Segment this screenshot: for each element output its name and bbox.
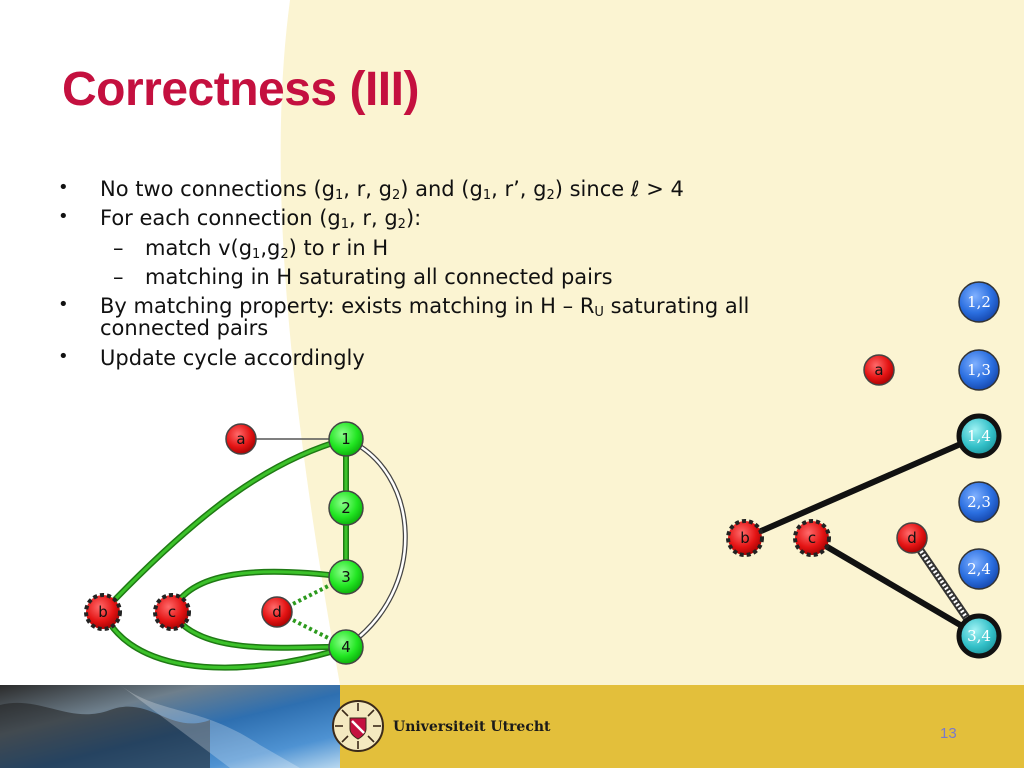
bullet-text-part: 1 xyxy=(482,188,492,203)
bullet-text-part: ) since xyxy=(554,177,631,201)
right-node-d: d xyxy=(896,522,928,554)
slide-background xyxy=(280,0,1024,685)
svg-text:a: a xyxy=(874,361,883,379)
slide-title: Correctness (III) xyxy=(62,63,419,116)
bullet-text-part: 1 xyxy=(252,246,261,262)
svg-text:c: c xyxy=(168,603,176,621)
bullet-text-part: ) to r in H xyxy=(288,235,389,260)
bullet-text-part: By matching property: exists matching in… xyxy=(100,294,595,318)
svg-text:d: d xyxy=(272,603,282,621)
bullet-text-part: 2 xyxy=(546,188,555,203)
bullet-text-part: 2 xyxy=(397,217,406,233)
bullet-text-part: ℓ xyxy=(630,177,640,201)
svg-text:3: 3 xyxy=(341,568,351,586)
bullet-item-4: By matching property: exists matching in… xyxy=(58,295,818,340)
svg-text:b: b xyxy=(98,603,108,621)
right-node-2-3: 2,3 xyxy=(958,481,1000,523)
left-node-4: 4 xyxy=(328,629,364,665)
left-edge-b-4-outline xyxy=(100,610,347,671)
left-edge-c-4 xyxy=(170,611,347,650)
bullet-item-0: No two connections (g1, r, g2) and (g1, … xyxy=(58,177,818,203)
bullet-text-part: match v(g xyxy=(145,235,253,260)
right-node-1-2: 1,2 xyxy=(958,281,1000,323)
svg-text:c: c xyxy=(808,529,816,547)
left-node-c: c xyxy=(153,593,191,631)
graph-illustration: a 1 2 3 4 b c d xyxy=(84,281,1002,671)
svg-text:2,4: 2,4 xyxy=(967,560,991,578)
svg-text:1,4: 1,4 xyxy=(967,427,991,445)
bullet-text-part: ,g xyxy=(260,235,281,260)
bullet-text-part: For each connection (g xyxy=(100,206,341,231)
bullet-item-2: match v(g1,g2) to r in H xyxy=(58,235,818,262)
bullet-item-3: matching in H saturating all connected p… xyxy=(58,264,818,289)
svg-text:3,4: 3,4 xyxy=(967,627,991,645)
left-edge-1-b xyxy=(101,437,347,614)
left-edge-b-4 xyxy=(101,611,347,670)
right-edge-b-14 xyxy=(743,433,981,541)
left-edge-c-4-outline xyxy=(169,610,347,651)
right-node-3-4: 3,4 xyxy=(956,613,1002,659)
right-node-1-4: 1,4 xyxy=(956,413,1002,459)
bullet-item-1: For each connection (g1, r, g2): xyxy=(58,206,818,233)
bullet-text-part: ) and (g xyxy=(400,177,483,201)
svg-text:d: d xyxy=(907,529,917,547)
bullet-text-part: No two connections (g xyxy=(100,177,336,201)
left-edge-1-4-outline xyxy=(344,436,408,650)
right-node-1-3: 1,3 xyxy=(958,349,1000,391)
left-node-d: d xyxy=(261,596,293,628)
svg-text:2,3: 2,3 xyxy=(967,493,991,511)
svg-text:1,3: 1,3 xyxy=(967,361,991,379)
right-node-c: c xyxy=(793,519,831,557)
bullet-text-part: ): xyxy=(405,206,422,231)
svg-text:4: 4 xyxy=(341,638,351,656)
left-edge-3-c xyxy=(170,570,347,613)
left-node-2: 2 xyxy=(328,490,364,526)
bullet-text-part: 2 xyxy=(391,188,401,203)
left-node-b: b xyxy=(84,593,122,631)
svg-text:b: b xyxy=(740,529,750,547)
right-node-b: b xyxy=(726,519,764,557)
university-seal-icon xyxy=(332,700,384,752)
left-node-a: a xyxy=(225,423,257,455)
page-number: 13 xyxy=(940,725,957,742)
footer-gold-band xyxy=(340,685,1024,768)
bullet-text-part: 1 xyxy=(340,217,349,233)
svg-text:2: 2 xyxy=(341,499,351,517)
bullet-text-part: Update cycle accordingly xyxy=(100,345,365,370)
bullet-list: No two connections (g1, r, g2) and (g1, … xyxy=(58,178,818,376)
left-edge-3-c-outline xyxy=(169,568,347,614)
bullet-item-5: Update cycle accordingly xyxy=(58,345,818,370)
left-node-3: 3 xyxy=(328,559,364,595)
right-node-2-4: 2,4 xyxy=(958,548,1000,590)
bullet-text-part: , r, g xyxy=(343,177,392,201)
bullet-text-part: U xyxy=(594,305,604,320)
bullet-text-part: saturating all connected pairs xyxy=(100,294,750,341)
bullet-text-part: matching in H saturating all connected p… xyxy=(145,264,613,289)
right-edge-c-34 xyxy=(810,535,981,639)
svg-text:a: a xyxy=(236,430,245,448)
bullet-text-part: 2 xyxy=(280,246,289,262)
left-edge-1-b-outline xyxy=(100,436,347,615)
bullet-text-part: > 4 xyxy=(639,177,684,201)
bullet-text-part: 1 xyxy=(335,188,344,203)
svg-text:1: 1 xyxy=(341,430,351,448)
left-edge-1-4 xyxy=(345,437,407,649)
footer-photo-strip xyxy=(0,685,340,768)
right-node-a: a xyxy=(863,354,895,386)
bullet-text-part: , r’, g xyxy=(491,177,547,201)
left-node-1: 1 xyxy=(328,421,364,457)
slide-footer xyxy=(0,685,1024,768)
university-name: Universiteit Utrecht xyxy=(393,719,551,735)
svg-text:1,2: 1,2 xyxy=(967,293,991,311)
bullet-text-part: , r, g xyxy=(349,206,398,231)
